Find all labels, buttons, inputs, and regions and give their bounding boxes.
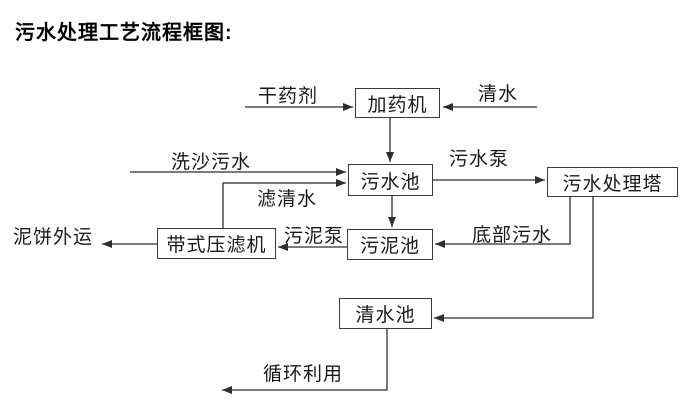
node-sludge-pool: 污泥池 <box>347 229 433 260</box>
arrow-bottom-sewage-to-sludge-pool <box>435 197 571 248</box>
node-treatment-tower-label: 污水处理塔 <box>562 173 663 195</box>
flow-label-mud-cake-out: 泥饼外运 <box>13 227 94 248</box>
node-clean-water-pool: 清水池 <box>339 298 432 329</box>
page-title: 污水处理工艺流程框图: <box>15 22 233 44</box>
node-sewage-pool-label: 污水池 <box>360 171 421 193</box>
flow-label-bottom-sewage: 底部污水 <box>472 225 553 246</box>
node-sludge-pool-label: 污泥池 <box>359 236 420 257</box>
flow-label-sand-washing-sewage: 洗沙污水 <box>171 152 252 173</box>
flow-label-filtered-water: 滤清水 <box>257 189 318 210</box>
flow-label-sewage-pump: 污水泵 <box>449 149 510 170</box>
arrow-tower-to-clean-pool <box>434 197 594 322</box>
node-sewage-pool: 污水池 <box>348 164 433 196</box>
node-doser-label: 加药机 <box>367 94 428 116</box>
flow-label-recycle-use: 循环利用 <box>263 364 344 385</box>
node-belt-filter-press-label: 带式压滤机 <box>166 235 267 256</box>
node-belt-filter-press: 带式压滤机 <box>157 228 276 259</box>
node-doser: 加药机 <box>355 88 440 118</box>
arrow-recycle-use <box>222 329 388 394</box>
node-treatment-tower: 污水处理塔 <box>547 167 678 197</box>
arrow-filtered-water-to-sewage-pool <box>222 179 346 228</box>
flow-label-sludge-pump: 污泥泵 <box>284 226 345 247</box>
node-clean-water-pool-label: 清水池 <box>355 305 416 326</box>
flow-label-dry-agent: 干药剂 <box>258 86 319 107</box>
flow-label-clean-water: 清水 <box>478 84 519 105</box>
